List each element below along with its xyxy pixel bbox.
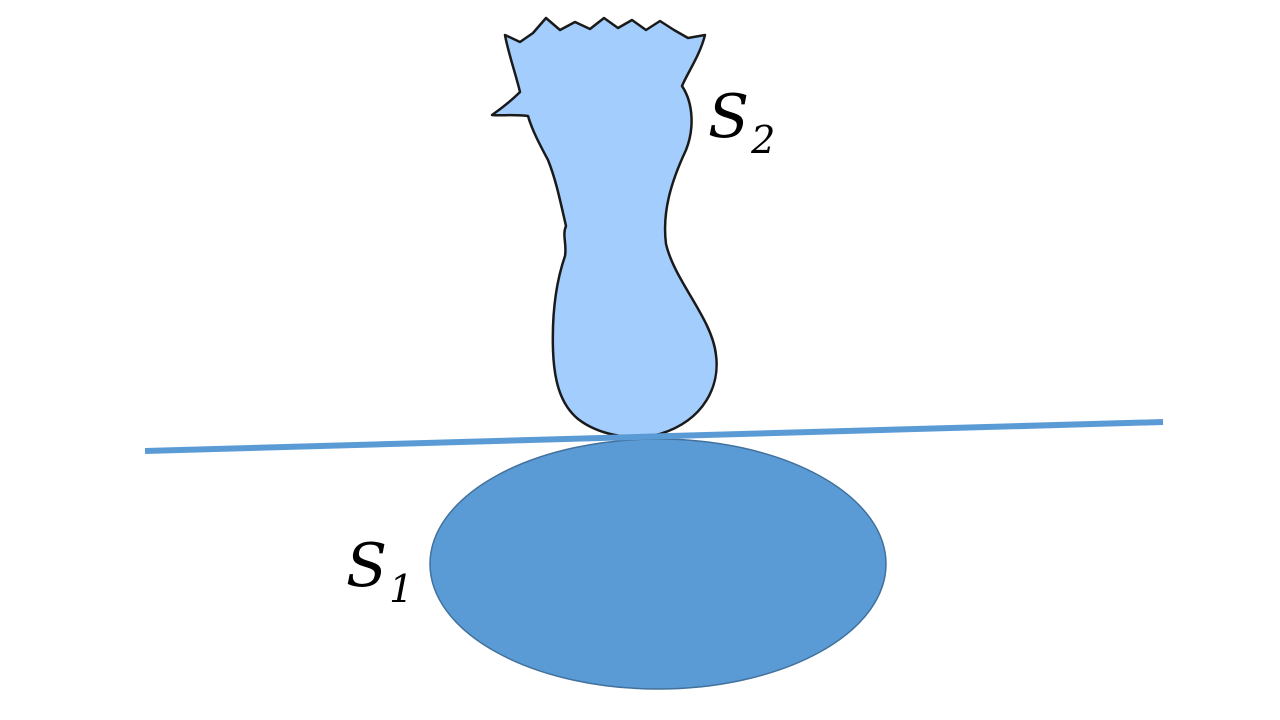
label-s1-subscript: 1: [389, 567, 413, 611]
surface-s1-ellipse: [429, 438, 887, 690]
label-s1-main: S: [346, 531, 387, 601]
label-s2-main: S: [708, 82, 749, 152]
label-s1: S1: [346, 531, 413, 611]
tangent-line: [144, 419, 1164, 454]
label-s2: S2: [708, 82, 775, 162]
surface-s2-shape: [490, 16, 718, 439]
label-s2-subscript: 2: [750, 118, 775, 162]
